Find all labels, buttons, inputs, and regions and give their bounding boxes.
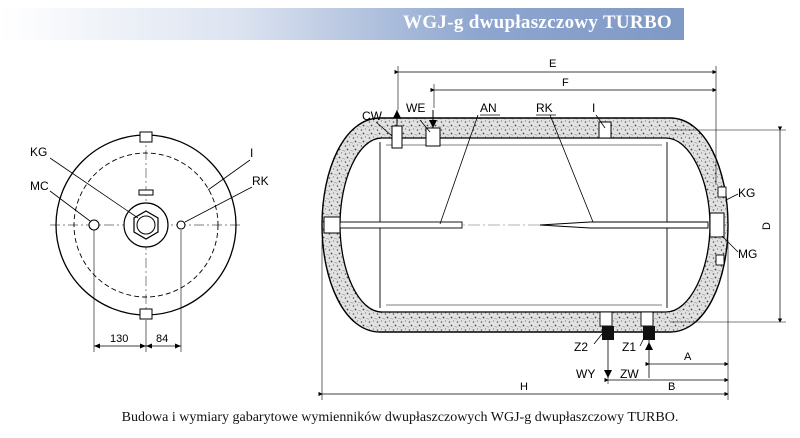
z1-fitting	[643, 326, 655, 340]
zw-arrow	[645, 342, 653, 350]
side-view: CW WE AN RK I KG MG Z2 Z1 WY ZW E F D	[318, 58, 786, 400]
rk-leader	[184, 186, 253, 223]
small-slot	[138, 189, 154, 196]
rk-hole	[176, 220, 186, 230]
label-zw: ZW	[620, 367, 639, 381]
z1-stub	[640, 311, 654, 327]
technical-drawing: KG MC I RK 130 84	[30, 58, 786, 400]
dim-d-label: D	[761, 222, 773, 230]
we-arrow	[429, 120, 437, 128]
cw-nozzle	[391, 125, 403, 149]
anode-plug	[323, 216, 341, 234]
i-nozzle	[598, 121, 612, 139]
rk-side-leader	[549, 114, 594, 223]
z2-fitting	[602, 326, 614, 340]
dim-b-label: B	[668, 381, 675, 393]
figure-caption: Budowa i wymiary gabarytowe wymienników …	[121, 410, 679, 425]
label-kg: KG	[30, 145, 47, 159]
top-lug	[139, 131, 153, 143]
z2-stub	[599, 311, 613, 327]
label-kg-side: KG	[738, 186, 755, 200]
label-i: I	[250, 146, 253, 160]
i-leader	[207, 159, 251, 191]
bottom-lug	[139, 308, 153, 320]
label-i-side: I	[592, 101, 595, 115]
kg-leader	[49, 157, 139, 219]
page-title: WGJ-g dwupłaszczowy TURBO	[403, 12, 672, 33]
i-side-leader	[595, 114, 606, 129]
label-an: AN	[480, 101, 497, 115]
flange-bore	[136, 215, 156, 235]
kg-flange	[709, 212, 725, 238]
anode-rod	[339, 221, 463, 229]
kg-nozzle	[717, 186, 727, 198]
dim-f-label: F	[562, 77, 569, 89]
dim-a-label: A	[684, 351, 692, 363]
dim-84: 84	[156, 333, 168, 345]
mg-leader	[721, 235, 739, 253]
sensor-sleeve	[539, 221, 709, 229]
label-wy: WY	[576, 367, 595, 381]
mc-hole	[88, 219, 100, 231]
label-z2: Z2	[574, 340, 588, 354]
dim-h-label: H	[520, 381, 528, 393]
dim-130: 130	[110, 333, 128, 345]
end-view: KG MC I RK 130 84	[30, 131, 269, 352]
z2-leader	[593, 333, 603, 345]
label-rk: RK	[252, 174, 269, 188]
an-leader	[439, 114, 479, 225]
label-z1: Z1	[622, 340, 636, 354]
cw-leader	[375, 121, 393, 137]
wy-arrow	[604, 370, 612, 378]
label-rk-side: RK	[536, 101, 553, 115]
title-bar: WGJ-g dwupłaszczowy TURBO	[0, 8, 684, 40]
label-cw: CW	[362, 109, 383, 123]
cw-arrow	[393, 110, 401, 118]
mg-nozzle	[715, 254, 725, 266]
we-leader	[419, 119, 431, 133]
we-nozzle	[425, 127, 441, 147]
inner-dashed-circle	[73, 152, 219, 298]
label-mc: MC	[30, 179, 49, 193]
z1-leader	[639, 335, 646, 347]
dim-e-label: E	[549, 58, 556, 70]
label-mg: MG	[738, 247, 757, 261]
label-we: WE	[406, 101, 425, 115]
kg-side-leader	[725, 193, 739, 201]
mc-leader	[49, 190, 91, 222]
